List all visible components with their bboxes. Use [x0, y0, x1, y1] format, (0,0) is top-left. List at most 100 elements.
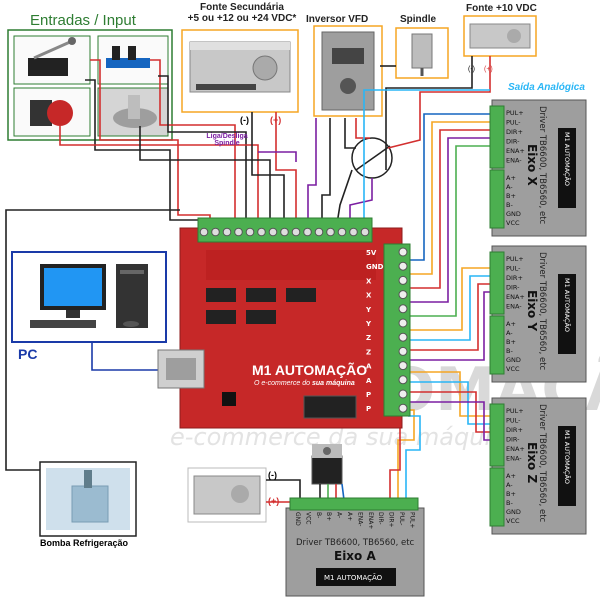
driver-pin-label: PUL- [506, 119, 521, 127]
power-secondary-title: Fonte Secundária +5 ou +12 ou +24 VDC* [182, 2, 302, 24]
driver-pin-label: A+ [506, 174, 516, 182]
driver-logo: M1 AUTOMAÇÃO [563, 132, 572, 186]
board-right-screw [398, 332, 408, 342]
driver-model: Driver TB6600, TB6560, etc [537, 252, 547, 371]
driver-a-terminal [289, 497, 419, 511]
driver-model: Driver TB6600, TB6560, etc [537, 404, 547, 523]
board-pin-label: A [366, 363, 372, 371]
driver-axis-label: Eixo Y [525, 290, 539, 331]
driver-pin-label: DIR- [506, 436, 520, 444]
emergency-button-image [13, 87, 91, 137]
analog-out-label: Saída Analógica [508, 82, 585, 93]
board-right-screw [398, 375, 408, 385]
power-10v-plus: (+) [484, 66, 493, 73]
driver-a-pin-label: B- [315, 512, 322, 518]
driver-pin-label: GND [506, 356, 521, 364]
driver-a-pin-label: PUL+ [408, 512, 415, 528]
power-10v-image [469, 23, 531, 49]
driver-pin-label: ENA+ [506, 147, 525, 155]
driver-bottom-terminal [489, 467, 505, 527]
board-pin-label: Y [365, 306, 372, 314]
board-pin-label: P [366, 405, 371, 413]
vfd-title: Inversor VFD [306, 14, 369, 25]
driver-pin-label: GND [506, 210, 521, 218]
board-top-screw [280, 227, 289, 237]
driver-pin-label: B+ [506, 490, 516, 498]
driver-pin-label: PUL+ [506, 255, 524, 263]
driver-pin-label: DIR- [506, 284, 520, 292]
board-terminal-screws [199, 227, 408, 413]
driver-a-logo-plate [316, 568, 396, 586]
power-supply-image [189, 41, 291, 93]
board-pin-label: A [366, 377, 372, 385]
board-top-screw [326, 227, 335, 237]
power-axis-a-minus: (-) [268, 470, 277, 480]
board-right-screw [398, 318, 408, 328]
driver-a-pin-label: A- [336, 512, 343, 518]
machine-sensor-image [97, 87, 169, 137]
spindle-toggle-line2: Spindle [214, 140, 240, 147]
driver-top-terminal [489, 403, 505, 467]
power-axis-a-plus: (+) [268, 496, 280, 506]
driver-pin-label: DIR+ [506, 128, 523, 136]
driver-pin-label: B- [506, 499, 513, 507]
driver-pin-label: A- [506, 329, 513, 337]
spindle-title: Spindle [400, 14, 437, 25]
driver-a-pin-label: VCC [304, 512, 311, 524]
board-top-screw [257, 227, 266, 237]
driver-bottom-terminal [489, 169, 505, 229]
limit-switch-image [13, 35, 91, 85]
driver-pin-label: ENA- [506, 303, 522, 311]
pump-label: Bomba Refrigeração [40, 538, 129, 548]
board-top-screw [349, 227, 358, 237]
driver-pin-label: ENA+ [506, 445, 525, 453]
board-pin-label: Z [366, 334, 371, 342]
driver-a-pin-label: GND [294, 512, 301, 526]
board-top-screw [337, 227, 347, 237]
board-right-screw [398, 304, 408, 314]
driver-pin-label: VCC [506, 517, 520, 525]
board-top-screw [199, 227, 209, 237]
board-top-screw [314, 227, 324, 237]
board-tagline: O e-commerce do sua máquina [254, 380, 355, 387]
driver-logo-plate [558, 426, 576, 506]
driver-a-logo: M1 AUTOMAÇÃO [324, 573, 383, 582]
driver-pin-label: VCC [506, 365, 520, 373]
driver-pin-label: ENA- [506, 157, 522, 165]
driver-axis-label: Eixo Z [525, 442, 539, 483]
board-right-screw [398, 275, 408, 285]
inputs-title: Entradas / Input [30, 12, 136, 29]
driver-pin-label: DIR+ [506, 274, 523, 282]
driver-logo: M1 AUTOMAÇÃO [563, 430, 572, 484]
board-top-screw [245, 227, 255, 237]
board-pin-label: X [366, 292, 372, 300]
driver-a-pin-label: ENA- [356, 512, 363, 526]
driver-pin-label: DIR- [506, 138, 520, 146]
driver-top-terminal [489, 105, 505, 169]
board-tagline-prefix: O e-commerce do [254, 380, 312, 387]
spindle-image [411, 33, 433, 76]
pc-label: PC [18, 346, 38, 362]
board-pin-label: P [366, 391, 371, 399]
driver-pin-label: DIR+ [506, 426, 523, 434]
driver-pin-label: B- [506, 347, 513, 355]
power-secondary-title-line2: +5 ou +12 ou +24 VDC* [187, 13, 297, 24]
driver-pin-label: A- [506, 183, 513, 191]
driver-pin-label: A- [506, 481, 513, 489]
driver-pin-label: PUL+ [506, 407, 524, 415]
pump-image [46, 468, 130, 530]
driver-pin-label: PUL- [506, 265, 521, 273]
power-secondary-plus: (+) [270, 115, 282, 125]
driver-a-pin-label: PUL- [398, 512, 405, 525]
board-right-screw [398, 346, 408, 356]
power-secondary-minus: (-) [240, 115, 249, 125]
board-top-screw [303, 227, 312, 237]
board-top-screw [360, 227, 370, 237]
wires [5, 56, 492, 503]
